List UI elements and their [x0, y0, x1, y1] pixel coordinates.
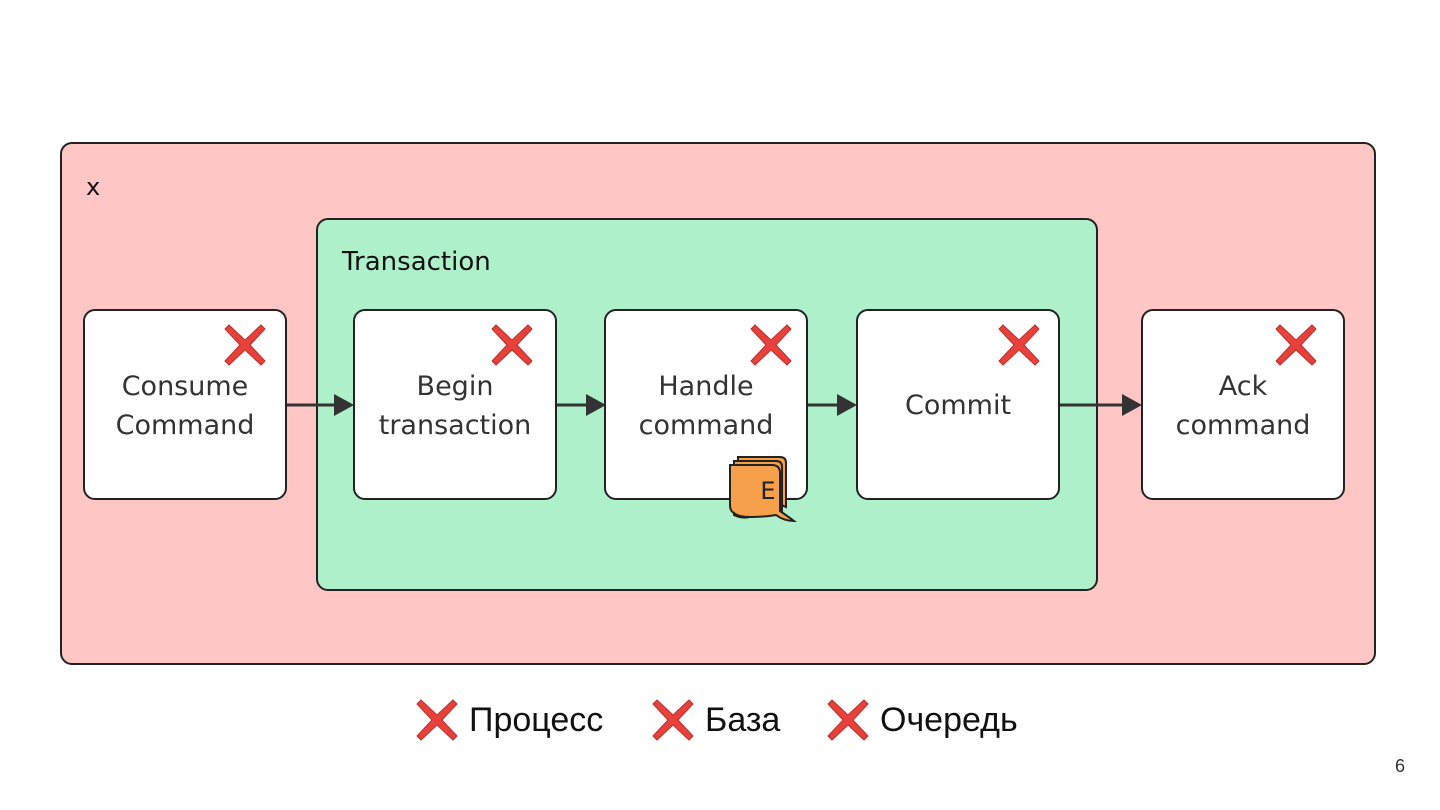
step-label: Consume Command: [115, 370, 255, 441]
legend-label: База: [705, 700, 781, 739]
step-begin-transaction: Begin transaction: [353, 309, 557, 500]
outer-group-label: x: [86, 173, 101, 201]
cross-mark-icon: [652, 699, 694, 741]
cross-mark-icon: [827, 699, 869, 741]
step-label: Begin transaction: [378, 370, 532, 441]
legend-label: Очередь: [880, 700, 1018, 739]
legend-label: Процесс: [469, 700, 604, 739]
cross-mark-icon: [750, 324, 792, 366]
event-badge-icon: E: [729, 456, 798, 523]
cross-mark-icon: [416, 699, 458, 741]
step-label: Ack command: [1175, 370, 1311, 441]
step-label: Commit: [904, 390, 1012, 421]
transaction-group-label: Transaction: [342, 247, 491, 277]
cross-mark-icon: [491, 324, 533, 366]
step-label: Handle command: [638, 370, 774, 441]
page-number: 6: [1395, 756, 1406, 776]
legend-item-database: База: [651, 697, 780, 743]
legend-item-queue: Очередь: [826, 697, 1018, 743]
event-badge-label: E: [760, 477, 775, 505]
cross-mark-icon: [1275, 324, 1317, 366]
legend-item-process: Процесс: [415, 697, 603, 743]
cross-mark-icon: [224, 324, 266, 366]
cross-mark-icon: [998, 324, 1040, 366]
step-ack-command: Ack command: [1141, 309, 1345, 500]
